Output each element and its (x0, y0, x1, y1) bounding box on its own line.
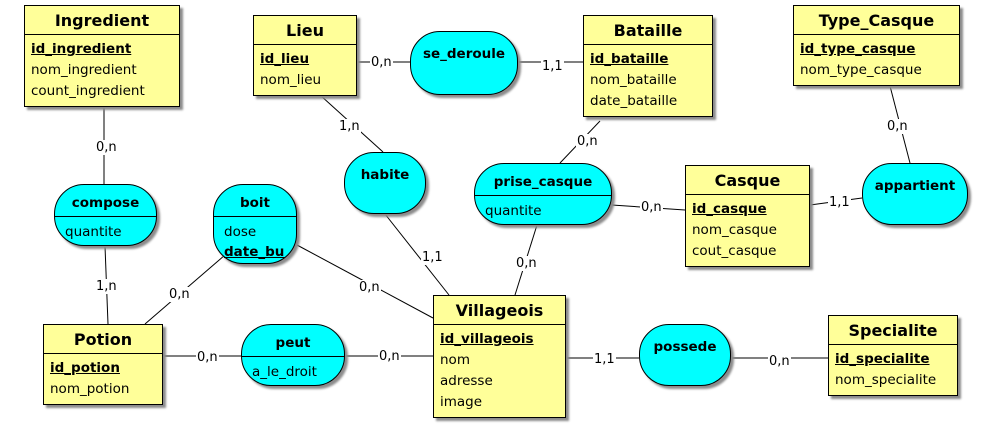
attribute: dose (224, 224, 257, 240)
cardinality-casque-appartient: 1,1 (828, 195, 851, 210)
key-attribute: date_bu (224, 244, 285, 260)
key-attribute: id_villageois (440, 331, 534, 347)
cardinality-specialite-possede: 0,n (768, 354, 791, 369)
entity-lieu[interactable]: Lieu id_lieu nom_lieu (253, 15, 357, 96)
association-se-deroule[interactable]: se_deroule (410, 31, 518, 95)
link-line-villageois-habite (384, 213, 450, 296)
attribute: nom_casque (692, 222, 777, 238)
attribute: nom_potion (50, 381, 130, 397)
cardinality-bataille-prise_casque: 0,n (576, 134, 599, 149)
attribute: image (440, 394, 483, 410)
association-peut[interactable]: peut a_le_droit (241, 324, 345, 386)
attribute: nom (440, 352, 470, 368)
attribute-list: id_ingredient nom_ingredient count_ingredi… (25, 35, 179, 106)
attribute-list: id_lieu nom_lieu (254, 45, 356, 95)
entity-title: Specialite (829, 316, 957, 345)
key-attribute: id_bataille (590, 51, 669, 67)
attribute-list: id_specialite nom_specialite (829, 345, 957, 395)
attribute: adresse (440, 373, 493, 389)
association-title: peut (242, 325, 344, 357)
attribute-list: id_type_casque nom_type_casque (794, 35, 959, 85)
cardinality-potion-boit: 0,n (168, 287, 191, 302)
cardinality-villageois-boit: 0,n (358, 280, 381, 295)
key-attribute: id_potion (50, 360, 120, 376)
attribute-list: id_potion nom_potion (44, 354, 162, 404)
attribute: nom_ingredient (31, 62, 137, 78)
entity-potion[interactable]: Potion id_potion nom_potion (43, 324, 163, 405)
entity-specialite[interactable]: Specialite id_specialite nom_specialite (828, 315, 958, 396)
entity-title: Potion (44, 325, 162, 354)
attribute: quantite (65, 224, 122, 240)
entity-title: Ingredient (25, 6, 179, 35)
key-attribute: id_lieu (260, 51, 310, 67)
entity-casque[interactable]: Casque id_casque nom_casque cout_casque (685, 165, 810, 267)
attribute: cout_casque (692, 243, 777, 259)
attribute-list: dose date_bu (214, 217, 296, 267)
cardinality-villageois-habite: 1,1 (421, 250, 444, 265)
attribute: a_le_droit (252, 364, 317, 380)
association-possede[interactable]: possede (639, 324, 731, 386)
cardinality-potion-peut: 0,n (196, 350, 219, 365)
association-title: appartient (874, 178, 956, 194)
cardinality-potion-compose: 1,n (95, 279, 118, 294)
cardinality-lieu-habite: 1,n (338, 119, 361, 134)
entity-title: Lieu (254, 16, 356, 45)
entity-title: Type_Casque (794, 6, 959, 35)
attribute: nom_bataille (590, 72, 677, 88)
attribute: date_bataille (590, 93, 678, 109)
entity-bataille[interactable]: Bataille id_bataille nom_bataille date_bata… (583, 15, 713, 117)
entity-title: Bataille (584, 16, 712, 45)
attribute: nom_lieu (260, 72, 322, 88)
association-title: possede (653, 339, 717, 355)
cardinality-villageois-prise_casque: 0,n (515, 256, 538, 271)
attribute: nom_specialite (835, 372, 937, 388)
attribute: count_ingredient (31, 83, 145, 99)
attribute: quantite (485, 203, 542, 219)
association-appartient[interactable]: appartient (862, 163, 968, 225)
cardinality-type_casque-appartient: 0,n (886, 119, 909, 134)
key-attribute: id_ingredient (31, 41, 132, 57)
key-attribute: id_specialite (835, 351, 930, 367)
cardinality-lieu-se_deroule: 0,n (370, 55, 393, 70)
association-title: boit (214, 185, 296, 217)
attribute-list: id_bataille nom_bataille date_bataille (584, 45, 712, 116)
attribute-list: id_casque nom_casque cout_casque (686, 195, 809, 266)
attribute: nom_type_casque (800, 62, 922, 78)
cardinality-villageois-peut: 0,n (378, 349, 401, 364)
association-title: habite (360, 167, 410, 183)
attribute-list: quantite (55, 217, 156, 247)
cardinality-casque-prise_casque: 0,n (640, 200, 663, 215)
cardinality-bataille-se_deroule: 1,1 (541, 59, 564, 74)
entity-title: Villageois (434, 296, 565, 325)
entity-title: Casque (686, 166, 809, 195)
association-prise-casque[interactable]: prise_casque quantite (474, 163, 612, 225)
association-title: prise_casque (475, 164, 611, 196)
cardinality-ingredient-compose: 0,n (95, 140, 118, 155)
key-attribute: id_casque (692, 201, 767, 217)
cardinality-villageois-possede: 1,1 (593, 352, 616, 367)
attribute-list: a_le_droit (242, 357, 344, 387)
entity-type-casque[interactable]: Type_Casque id_type_casque nom_type_casque (793, 5, 960, 86)
association-compose[interactable]: compose quantite (54, 184, 157, 246)
attribute-list: quantite (475, 196, 611, 226)
key-attribute: id_type_casque (800, 41, 916, 57)
association-habite[interactable]: habite (344, 152, 426, 214)
association-title: compose (55, 185, 156, 217)
association-title: se_deroule (422, 46, 506, 62)
association-boit[interactable]: boit dose date_bu (213, 184, 297, 264)
